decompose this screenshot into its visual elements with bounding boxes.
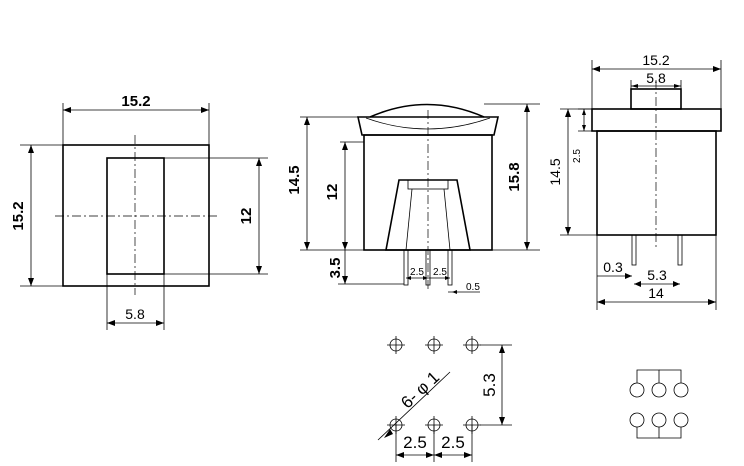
side-rocker-dome: [369, 103, 485, 118]
hole-row-spacing-label: 5.3: [480, 373, 499, 397]
right-body-width-label: 14: [648, 285, 664, 301]
right-pin-right: [677, 234, 683, 266]
front-inner-height-label: 12: [238, 208, 255, 225]
hole-diameter-label: 6- φ 1: [397, 368, 443, 413]
right-pin-offset-label: 0.3: [603, 259, 623, 275]
schematic-terminal-4: [629, 412, 645, 428]
side-pin-length-label: 3.5: [327, 258, 344, 279]
side-pin-width-label: 0.5: [466, 282, 480, 293]
right-cap: [591, 108, 722, 132]
right-body-height-label: 14.5: [547, 158, 563, 185]
right-pin-spacing-label: 5.3: [647, 267, 667, 283]
front-height-label: 15.2: [10, 201, 27, 230]
side-cap: [357, 116, 499, 136]
hole-top-right: [462, 335, 482, 355]
schematic-terminal-2: [651, 382, 667, 398]
side-pin-left: [403, 249, 409, 286]
front-body-outline: [62, 144, 210, 287]
right-top-width-label: 15.2: [642, 52, 669, 68]
side-body-height-label: 14.5: [286, 165, 303, 194]
schematic-link-top: [636, 369, 660, 383]
right-body-outline: [596, 130, 717, 236]
schematic-terminal-5: [651, 412, 667, 428]
right-pin-left: [631, 234, 637, 266]
hole-top-left: [386, 335, 406, 355]
right-view: 15.2 5.8 2.5 14.5 0.3 5.3 1: [547, 52, 722, 310]
right-cap-height-label: 2.5: [572, 149, 583, 163]
side-pitch-label-1: 2.5: [410, 267, 424, 278]
schematic-terminal-6: [673, 412, 689, 428]
hole-pitch-label-2: 2.5: [441, 433, 465, 452]
circuit-schematic: [629, 369, 689, 439]
schematic-link-bottom: [636, 427, 660, 439]
schematic-terminal-3: [673, 382, 689, 398]
side-total-height-label: 15.8: [506, 162, 523, 191]
right-button-width-label: 5.8: [646, 70, 666, 86]
front-view: 15.2 15.2 12 5.8: [10, 93, 268, 330]
hole-top-middle: [424, 335, 444, 355]
hole-pattern: 6- φ 1 5.3 2.5 2.5: [377, 335, 512, 462]
hole-pitch-label-1: 2.5: [403, 433, 427, 452]
front-width-label: 15.2: [121, 93, 150, 110]
side-view: 14.5 12 3.5 15.8 2.5 2.5 0.5: [286, 103, 540, 294]
side-pin-right: [447, 249, 453, 286]
front-inner-width-label: 5.8: [125, 306, 145, 322]
side-pitch-label-2: 2.5: [433, 267, 447, 278]
side-pin-middle: [425, 249, 431, 286]
schematic-terminal-1: [629, 382, 645, 398]
side-inner-height-label: 12: [324, 184, 341, 201]
